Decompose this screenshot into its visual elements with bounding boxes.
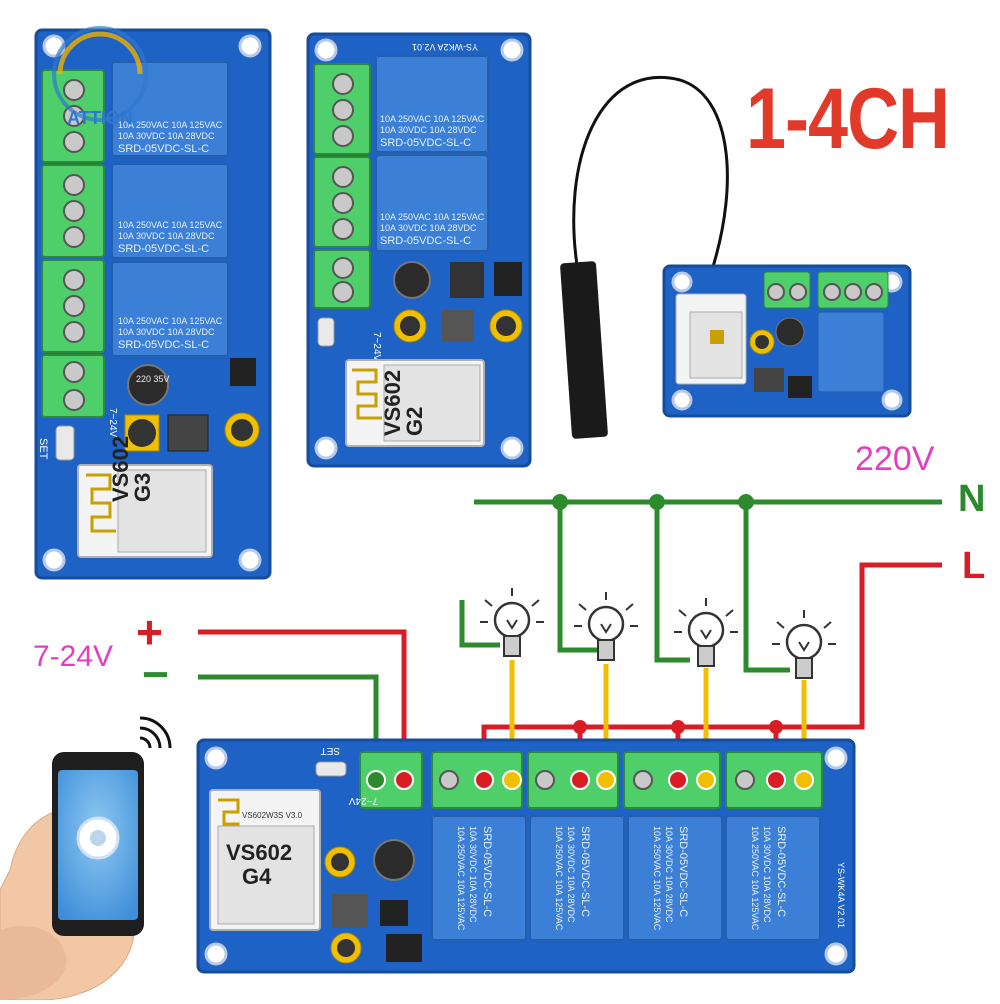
capacitor-label: 220 35V bbox=[136, 374, 170, 384]
wifi-module-g3: VS602 G3 bbox=[77, 436, 213, 558]
ac-voltage-label: 220V bbox=[855, 440, 935, 478]
live-label: L bbox=[962, 545, 986, 587]
relay-part-text: SRD-05VDC-SL-C bbox=[380, 235, 471, 247]
relay-part-text: SRD-05VDC-SL-C bbox=[775, 826, 787, 917]
antenna bbox=[560, 76, 729, 439]
smartphone-with-hand bbox=[0, 716, 172, 1001]
wiring-diagram bbox=[198, 494, 942, 772]
relay-part-text: SRD-05VDC-SL-C bbox=[579, 826, 591, 917]
components: 220 35V SET 7~24V bbox=[37, 358, 260, 461]
voltage-label: 7~24V bbox=[348, 795, 378, 806]
lightbulb-icon bbox=[574, 592, 638, 661]
relay-part-text: SRD-05VDC-SL-C bbox=[118, 339, 209, 351]
set-label: SET bbox=[37, 438, 49, 460]
dc-minus-sign: − bbox=[142, 648, 169, 700]
lamps bbox=[480, 588, 836, 679]
relay-rating-text: 10A 30VDC 10A 28VDC bbox=[468, 826, 478, 923]
terminal-blocks bbox=[41, 69, 105, 418]
relay-rating-text: 10A 250VAC 10A 125VAC bbox=[554, 826, 564, 931]
module-version: G4 bbox=[242, 864, 272, 889]
relay-part-text: SRD-05VDC-SL-C bbox=[677, 826, 689, 917]
relay-rating-text: 10A 250VAC 10A 125VAC bbox=[118, 220, 223, 230]
wifi-module-small bbox=[675, 293, 747, 385]
relay-rating-text: 10A 30VDC 10A 28VDC bbox=[118, 231, 215, 241]
relay-rating-text: 10A 30VDC 10A 28VDC bbox=[118, 327, 215, 337]
relay-rating-text: 10A 30VDC 10A 28VDC bbox=[380, 125, 477, 135]
module-small-label: VS602W3S V3.0 bbox=[242, 811, 303, 820]
brand-logo-text: ATTION bbox=[67, 108, 133, 128]
relay-board-4ch: YS-WK4A V2.01 bbox=[196, 738, 856, 974]
relay-rating-text: 10A 250VAC 10A 125VAC bbox=[118, 120, 223, 130]
wifi-module-g2: VS602 G2 bbox=[345, 359, 485, 447]
relay-part-text: SRD-05VDC-SL-C bbox=[481, 826, 493, 917]
module-model: VS602 bbox=[108, 436, 133, 502]
lightbulb-icon bbox=[674, 598, 738, 667]
relay-rating-text: 10A 250VAC 10A 125VAC bbox=[118, 316, 223, 326]
brand-logo: ATTION bbox=[52, 26, 148, 128]
dc-voltage-label: 7-24V bbox=[33, 640, 114, 673]
relay-rating-text: 10A 30VDC 10A 28VDC bbox=[664, 826, 674, 923]
wifi-signal-icon bbox=[139, 716, 172, 749]
relays: 10A 250VAC 10A 125VAC 10A 30VDC 10A 28VD… bbox=[111, 61, 229, 357]
module-version: G2 bbox=[402, 407, 427, 436]
relay-part-text: SRD-05VDC-SL-C bbox=[380, 137, 471, 149]
lightbulb-icon bbox=[480, 588, 544, 657]
relay-rating-text: 10A 250VAC 10A 125VAC bbox=[456, 826, 466, 931]
set-label: SET bbox=[321, 745, 340, 756]
board-model-label: YS-WK2A V2.01 bbox=[412, 42, 478, 52]
relay-part-text: SRD-05VDC-SL-C bbox=[118, 243, 209, 255]
relay-part-text: SRD-05VDC-SL-C bbox=[118, 143, 209, 155]
relay-rating-text: 10A 30VDC 10A 28VDC bbox=[380, 223, 477, 233]
channel-range-title: 1-4CH bbox=[746, 71, 950, 168]
relay-board-3ch: 10A 250VAC 10A 125VAC 10A 30VDC 10A 28VD… bbox=[34, 28, 272, 580]
relay-rating-text: 10A 30VDC 10A 28VDC bbox=[566, 826, 576, 923]
relay-rating-text: 10A 250VAC 10A 125VAC bbox=[750, 826, 760, 931]
voltage-label: 7~24V bbox=[107, 408, 118, 438]
module-model: VS602 bbox=[226, 840, 292, 865]
relay-rating-text: 10A 250VAC 10A 125VAC bbox=[380, 212, 485, 222]
lightbulb-icon bbox=[772, 610, 836, 679]
relay-board-2ch: YS-WK2A V2.01 10A 250VAC 10A 125VAC 10A … bbox=[306, 32, 532, 468]
neutral-label: N bbox=[958, 478, 986, 520]
voltage-label: 7~24V bbox=[371, 332, 382, 362]
relay-rating-text: 10A 250VAC 10A 125VAC bbox=[652, 826, 662, 931]
board-model-label: YS-WK4A V2.01 bbox=[836, 862, 846, 928]
relay-rating-text: 10A 30VDC 10A 28VDC bbox=[118, 131, 215, 141]
module-version: G3 bbox=[130, 473, 155, 502]
dc-plus-sign: + bbox=[136, 606, 163, 658]
relay-rating-text: 10A 250VAC 10A 125VAC bbox=[380, 114, 485, 124]
module-model: VS602 bbox=[380, 370, 405, 436]
relay-board-1ch bbox=[662, 264, 912, 418]
relay-rating-text: 10A 30VDC 10A 28VDC bbox=[762, 826, 772, 923]
wifi-module-g4: VS602W3S V3.0 VS602 G4 bbox=[209, 789, 321, 931]
dc-polarity: + − bbox=[136, 606, 169, 700]
